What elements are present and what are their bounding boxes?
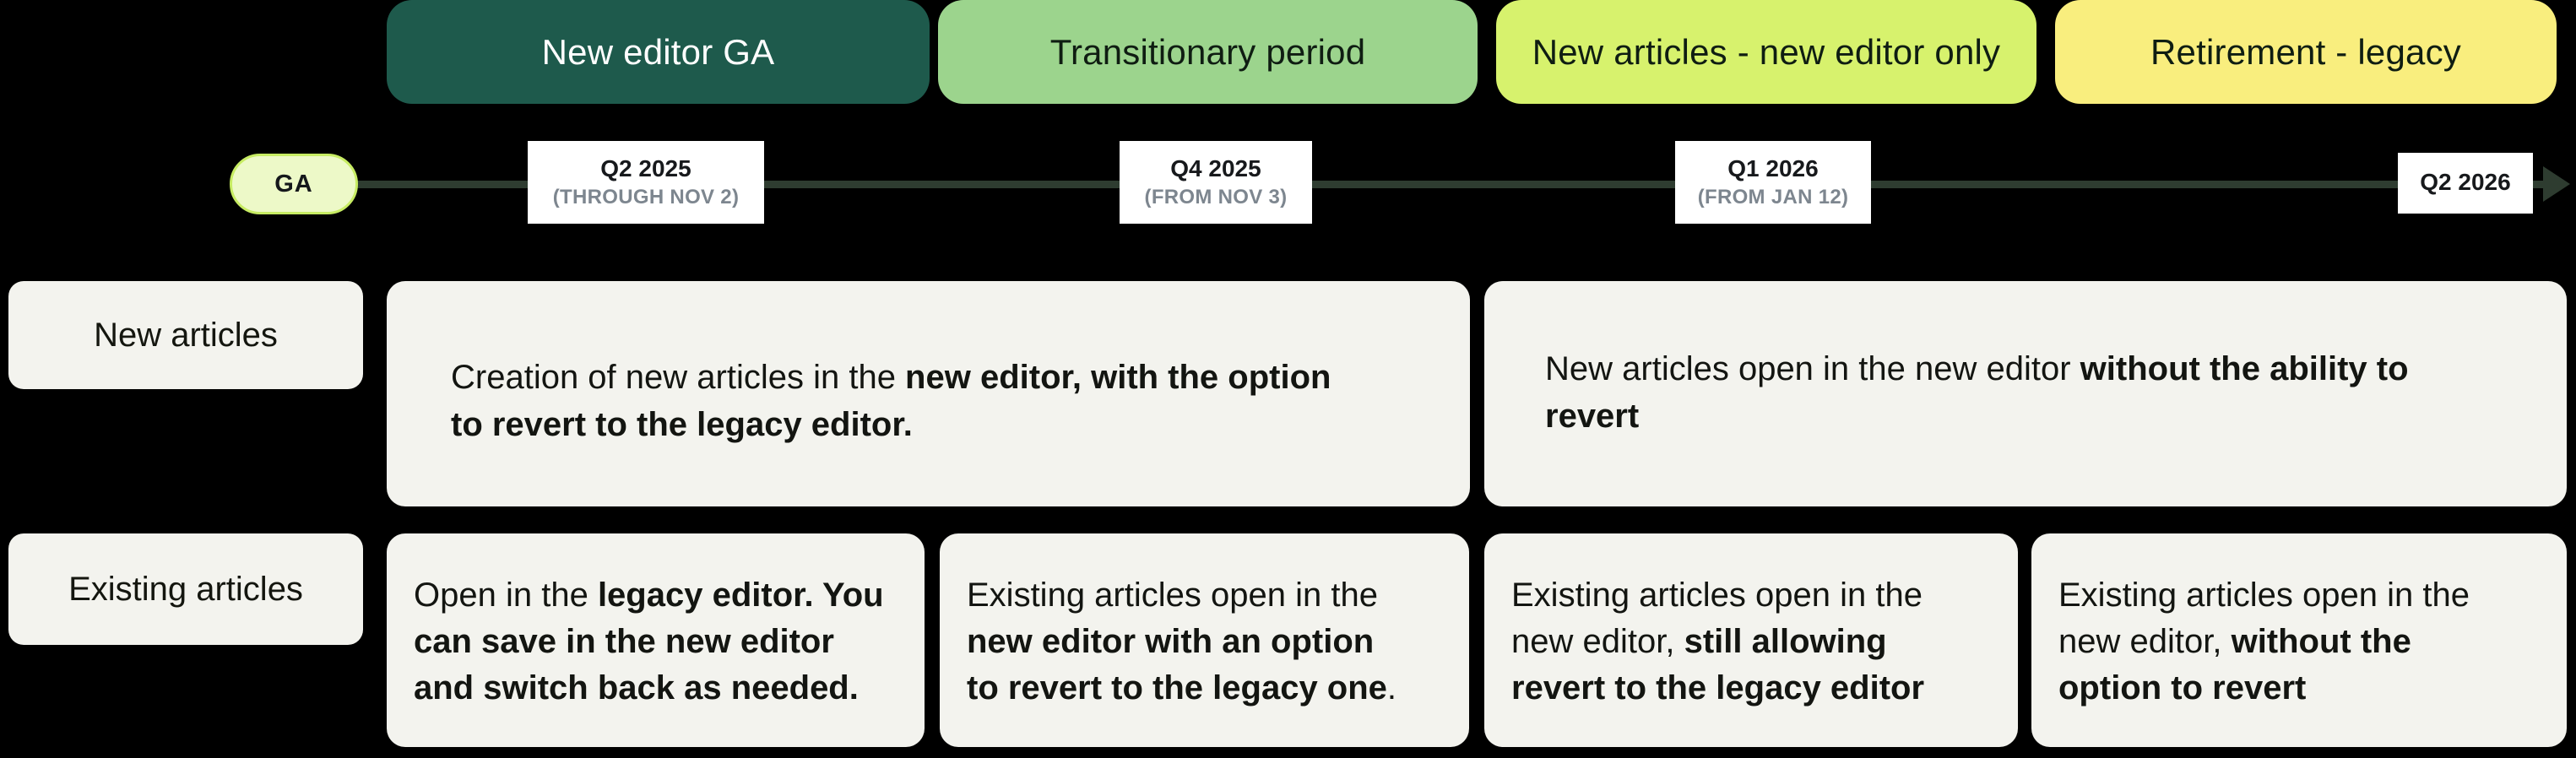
row-label-text: Existing articles [68, 570, 303, 608]
phase-pill-new-articles-new-editor-only: New articles - new editor only [1496, 0, 2036, 104]
card-new-articles-transition: Creation of new articles in the new edit… [387, 281, 1470, 506]
row-label-existing-articles: Existing articles [8, 533, 363, 645]
milestone-quarter: Q2 2026 [2420, 168, 2511, 195]
phase-label: New editor GA [541, 31, 775, 72]
card-text: New articles open in the new editor with… [1545, 350, 2409, 435]
card-text: Existing articles open in the new editor… [2058, 577, 2470, 707]
card-existing-option-revert: Existing articles open in the new editor… [940, 533, 1469, 747]
milestone-q1-2026: Q1 2026 (FROM JAN 12) [1675, 141, 1871, 224]
milestone-q2-2026: Q2 2026 [2398, 153, 2533, 214]
milestone-quarter: Q1 2026 [1727, 154, 1819, 181]
card-new-articles-no-revert: New articles open in the new editor with… [1484, 281, 2567, 506]
milestone-detail: (THROUGH NOV 2) [552, 185, 740, 208]
ga-badge: GA [230, 154, 358, 214]
milestone-detail: (FROM NOV 3) [1144, 185, 1288, 208]
phase-label: Transitionary period [1049, 31, 1366, 72]
milestone-q4-2025: Q4 2025 (FROM NOV 3) [1120, 141, 1312, 224]
phase-pill-transitionary-period: Transitionary period [938, 0, 1478, 104]
timeline-line [287, 181, 2553, 188]
card-text: Creation of new articles in the new edit… [451, 359, 1331, 443]
milestone-quarter: Q2 2025 [600, 154, 691, 181]
card-text: Open in the legacy editor. You can save … [414, 577, 884, 707]
milestone-q2-2025: Q2 2025 (THROUGH NOV 2) [528, 141, 764, 224]
card-existing-legacy-editor: Open in the legacy editor. You can save … [387, 533, 925, 747]
card-existing-no-revert: Existing articles open in the new editor… [2031, 533, 2567, 747]
row-label-text: New articles [94, 316, 278, 354]
phase-pill-retirement-legacy: Retirement - legacy [2055, 0, 2557, 104]
milestone-quarter: Q4 2025 [1170, 154, 1261, 181]
card-existing-still-allowing-revert: Existing articles open in the new editor… [1484, 533, 2018, 747]
row-label-new-articles: New articles [8, 281, 363, 389]
arrow-right-icon [2543, 166, 2570, 202]
phase-label: Retirement - legacy [2150, 31, 2461, 72]
ga-badge-label: GA [274, 170, 313, 198]
milestone-detail: (FROM JAN 12) [1697, 185, 1849, 208]
phase-label: New articles - new editor only [1532, 31, 2001, 72]
card-text: Existing articles open in the new editor… [1511, 577, 1925, 707]
card-text: Existing articles open in the new editor… [967, 577, 1397, 707]
phase-pill-new-editor-ga: New editor GA [387, 0, 930, 104]
